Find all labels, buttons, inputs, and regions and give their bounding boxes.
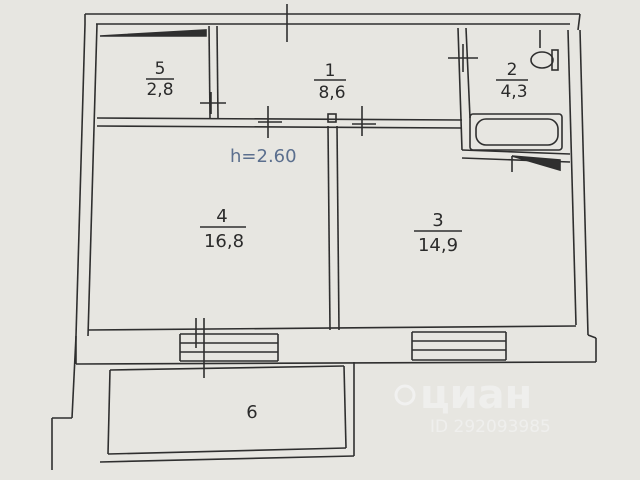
watermark: циан ID 292093985	[394, 372, 551, 437]
room-5-area: 2,8	[146, 80, 173, 100]
watermark-logo-icon	[394, 384, 416, 406]
room-2-number: 2	[507, 60, 518, 80]
room-4-number: 4	[216, 206, 227, 227]
room-3-area: 14,9	[418, 235, 458, 256]
watermark-id: ID 292093985	[430, 417, 551, 437]
room-5-number: 5	[155, 59, 166, 79]
room-1-area: 8,6	[318, 83, 345, 103]
ceiling-height-label: h=2.60	[230, 146, 297, 167]
room-4-area: 16,8	[204, 231, 244, 252]
watermark-brand: циан	[420, 372, 532, 418]
room-6-number: 6	[246, 402, 257, 423]
room-1-number: 1	[325, 61, 336, 81]
room-2-area: 4,3	[500, 82, 527, 102]
walls	[51, 4, 597, 470]
room-3-number: 3	[432, 210, 443, 231]
